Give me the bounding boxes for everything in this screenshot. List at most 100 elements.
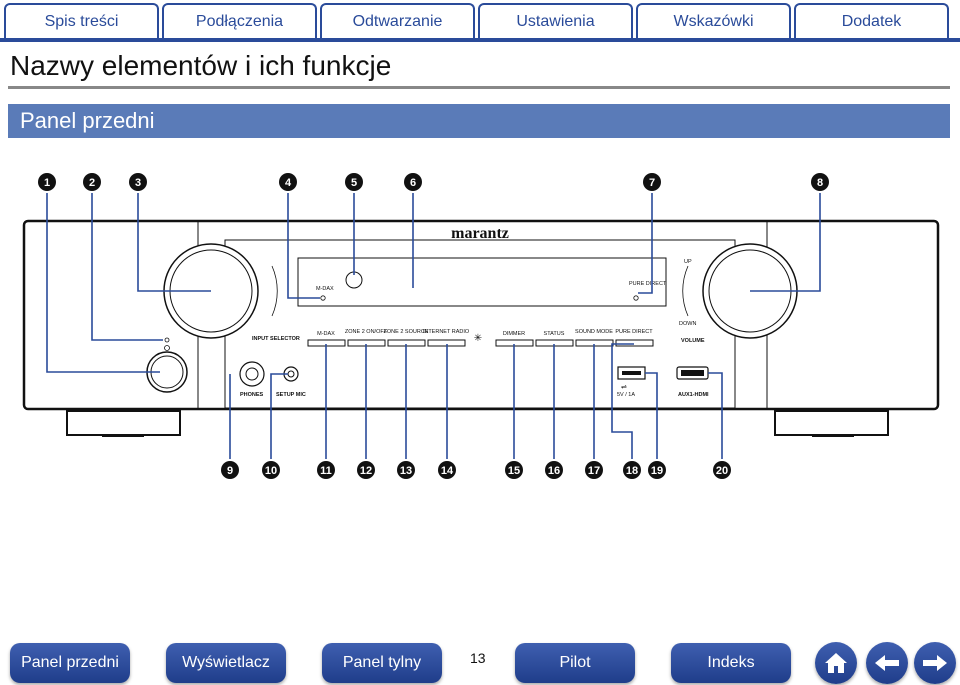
btn-label-status: STATUS [544,331,565,337]
nav-panel-tylny-button[interactable]: Panel tylny [322,643,442,683]
callout-4-circle [279,173,297,191]
wifi-star-icon: ✳ [474,333,482,344]
btn-label-pure-direct: PURE DIRECT [615,329,653,335]
display-window [297,257,667,307]
callout-8-circle [811,173,829,191]
callout-7-circle [643,173,661,191]
button-labels: M-DAX ZONE 2 ON/OFF ZONE 2 SOURCE INTERN… [317,329,653,337]
pure-direct-indicator [633,295,639,301]
leader-line-7 [638,193,653,294]
home-button[interactable] [815,642,857,684]
nav-wyswietlacz-button[interactable]: Wyświetlacz [166,643,286,683]
callout-9-circle [221,461,239,479]
nav-indeks-button[interactable]: Indeks [671,643,791,683]
callout-4: 4 [285,177,292,189]
callout-10-circle [262,461,280,479]
btn-label-dimmer: DIMMER [503,331,525,337]
volume-up-label: UP [684,259,692,265]
section-title: Panel przedni [20,108,155,133]
callout-3: 3 [135,177,141,189]
top-tabs: Spis treści Podłączenia Odtwarzanie Usta… [0,0,960,44]
input-selector-label: INPUT SELECTOR [252,336,300,342]
leader-line-4 [287,193,320,299]
callout-19: 19 [651,465,663,477]
callout-1-circle [38,173,56,191]
front-buttons [307,339,654,347]
leader-line-8 [750,193,821,292]
callout-10: 10 [265,465,277,477]
callout-2: 2 [89,177,95,189]
usb-symbol: ⇌ [621,384,627,391]
right-foot [774,410,889,436]
tab-podlaczenia[interactable]: Podłączenia [162,3,317,39]
brand-logo: marantz [451,225,509,242]
mdax-indicator [320,295,326,301]
tab-wskazowki[interactable]: Wskazówki [636,3,791,39]
volume-arc [682,265,689,317]
leader-line-10 [270,373,288,459]
arrow-right-icon [923,655,947,671]
phones-jack-inner [245,367,259,381]
right-foot-base [812,434,854,437]
nav-pilot-button[interactable]: Pilot [515,643,635,683]
callout-12-circle [357,461,375,479]
callout-17: 17 [588,465,600,477]
callout-15-circle [505,461,523,479]
callouts-bottom: 9 10 11 12 13 14 15 16 17 18 19 20 [221,461,731,479]
callout-12: 12 [360,465,372,477]
forward-button[interactable] [914,642,956,684]
tab-odtwarzanie[interactable]: Odtwarzanie [320,3,475,39]
btn-label-mdax: M-DAX [317,331,335,337]
leader-line-1 [46,193,160,373]
leader-line-19 [645,372,658,459]
arrow-left-icon [875,655,899,671]
callout-18-circle [623,461,641,479]
callout-1: 1 [44,177,50,189]
left-foot [66,410,181,436]
leader-line-20 [708,372,723,459]
tabs-underline [0,38,960,42]
aux-hdmi-port-inner [681,370,704,376]
callout-3-circle [129,173,147,191]
page-number: 13 [470,650,486,666]
callout-6-circle [404,173,422,191]
input-selector-arc [271,265,278,317]
callout-13-circle [397,461,415,479]
title-divider [8,86,950,89]
btn-label-zone2-onoff: ZONE 2 ON/OFF [345,329,388,335]
callout-14: 14 [441,465,454,477]
callout-19-circle [648,461,666,479]
callouts-top: 1 2 3 4 5 6 7 8 [38,173,829,191]
callout-20-circle [713,461,731,479]
home-icon [825,653,847,673]
callout-11-circle [317,461,335,479]
tab-ustawienia[interactable]: Ustawienia [478,3,633,39]
pure-direct-button[interactable] [615,339,654,347]
back-button[interactable] [866,642,908,684]
callout-11: 11 [320,465,332,477]
usb-port-inner [622,371,641,375]
btn-label-zone2-source: ZONE 2 SOURCE [384,329,429,335]
left-foot-base [102,434,144,437]
callout-18: 18 [626,465,638,477]
volume-label: VOLUME [681,338,705,344]
callout-17-circle [585,461,603,479]
display-pure-direct-label: PURE DIRECT [629,281,667,287]
callout-2-circle [83,173,101,191]
tab-dodatek[interactable]: Dodatek [794,3,949,39]
callout-15: 15 [508,465,520,477]
setup-mic-jack-inner [287,370,295,378]
callout-5: 5 [351,177,357,189]
power-standby-icon [164,345,170,351]
callout-5-circle [345,173,363,191]
callout-7: 7 [649,177,655,189]
nav-panel-przedni-button[interactable]: Panel przedni [10,643,130,683]
usb-label: 5V / 1A [617,392,635,398]
display-mdax-label: M-DAX [316,286,334,292]
front-panel-diagram: .lbl { font-family:"Liberation Sans", sa… [22,173,940,479]
power-indicator [164,337,170,343]
callout-13: 13 [400,465,412,477]
callout-8: 8 [817,177,823,189]
setup-mic-label: SETUP MIC [276,392,306,398]
tab-spis-tresci[interactable]: Spis treści [4,3,159,39]
